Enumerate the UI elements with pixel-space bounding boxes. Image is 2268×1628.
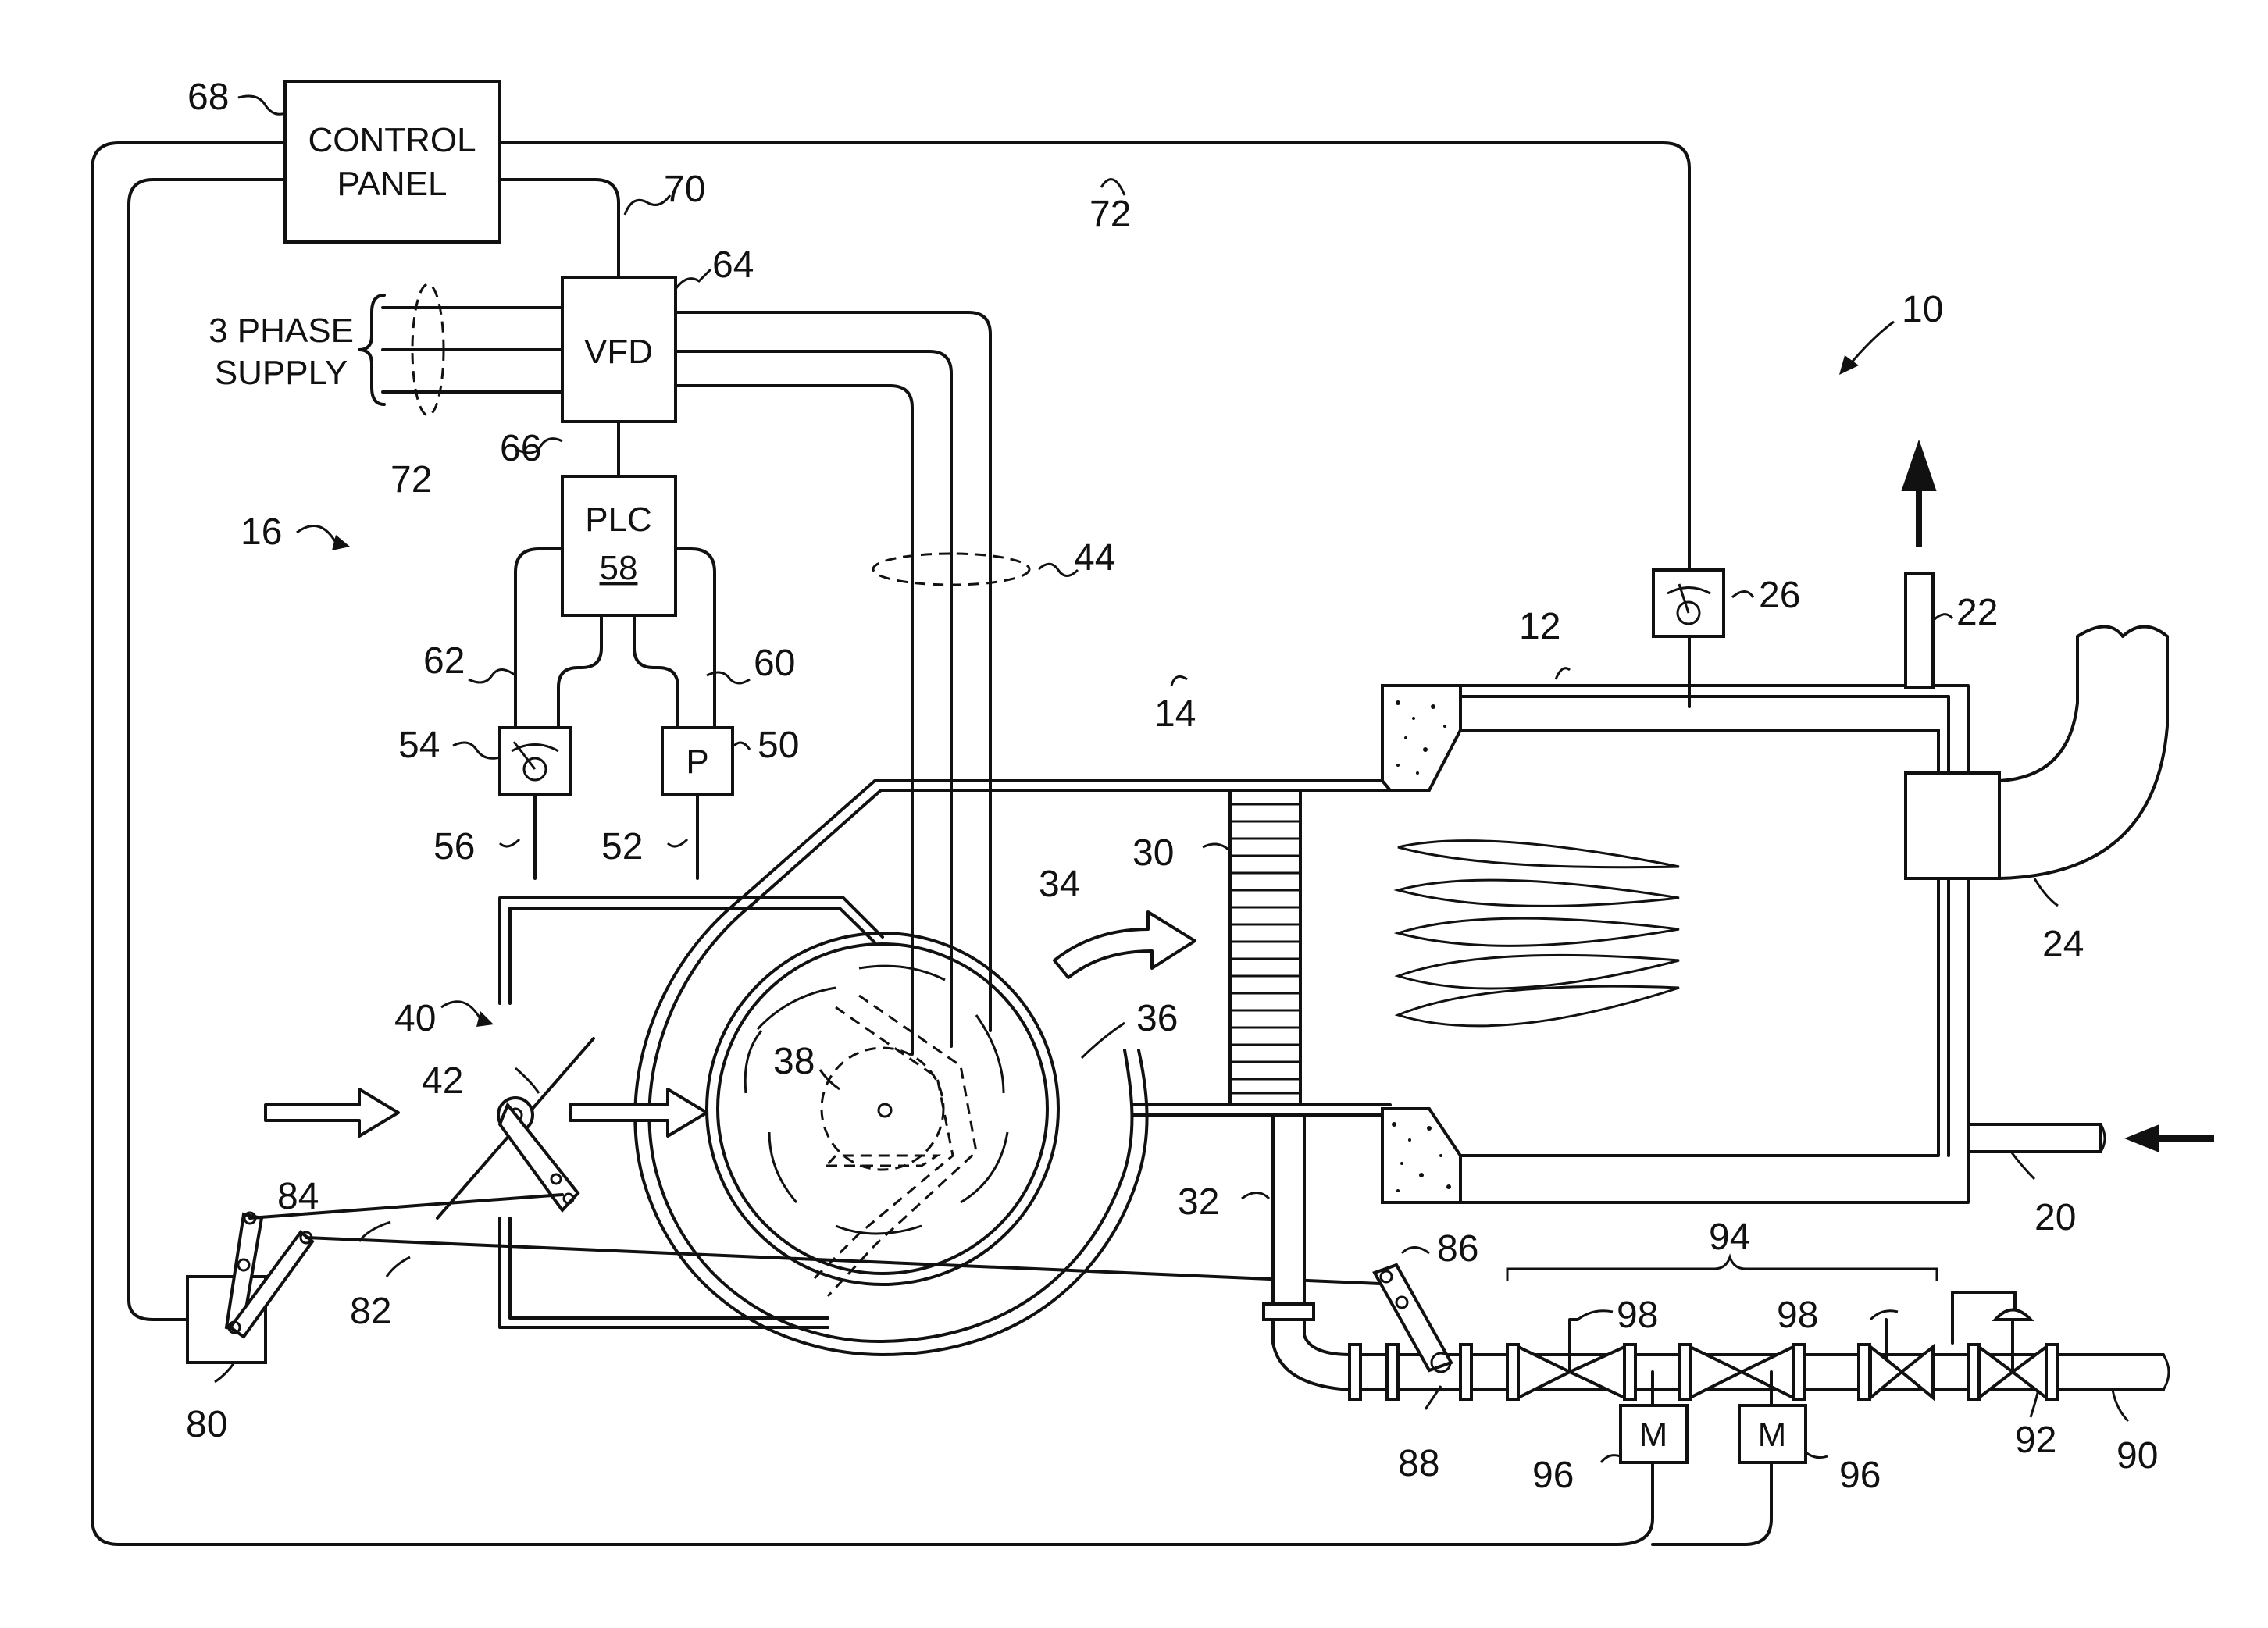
mixing-grid-30 bbox=[1228, 789, 1302, 1106]
ref-40: 40 bbox=[394, 998, 436, 1039]
ref-16: 16 bbox=[241, 511, 282, 553]
plc-number: 58 bbox=[600, 549, 638, 587]
motor-cables bbox=[674, 311, 1031, 1056]
supply-label-2: SUPPLY bbox=[215, 354, 348, 392]
ref-56: 56 bbox=[433, 826, 475, 867]
ref-20: 20 bbox=[2034, 1197, 2076, 1238]
ref-72-supply: 72 bbox=[390, 459, 432, 501]
ref-98-left: 98 bbox=[1617, 1295, 1658, 1336]
pressure-sensor-50: P bbox=[661, 726, 734, 880]
ref-52: 52 bbox=[601, 826, 643, 867]
supply-label-1: 3 PHASE bbox=[209, 312, 354, 350]
ref-22: 22 bbox=[1956, 592, 1998, 633]
burner-body-12 bbox=[1381, 684, 1970, 1204]
control-panel-label-2: PANEL bbox=[337, 165, 447, 203]
control-panel: CONTROL PANEL bbox=[284, 80, 501, 244]
ref-62: 62 bbox=[423, 640, 465, 682]
ref-42: 42 bbox=[422, 1060, 463, 1102]
ref-10: 10 bbox=[1902, 289, 1943, 330]
ref-36: 36 bbox=[1136, 998, 1178, 1039]
flow-arrows bbox=[264, 910, 1196, 1138]
ref-24: 24 bbox=[2042, 924, 2084, 965]
ref-88: 88 bbox=[1398, 1443, 1439, 1484]
gas-train bbox=[1262, 1113, 2170, 1407]
ref-12: 12 bbox=[1519, 606, 1560, 647]
temperature-gauge-54 bbox=[498, 726, 572, 880]
vfd-block: VFD bbox=[561, 276, 677, 423]
damper-42 bbox=[436, 1037, 595, 1220]
reference-arrows bbox=[296, 320, 1895, 1027]
ref-96-left: 96 bbox=[1532, 1455, 1574, 1496]
ref-60: 60 bbox=[754, 643, 795, 684]
ref-54: 54 bbox=[398, 725, 440, 766]
motor-96-b: M bbox=[1738, 1404, 1807, 1464]
ref-92: 92 bbox=[2015, 1420, 2056, 1461]
ref-50: 50 bbox=[758, 725, 799, 766]
fan-wheel-36 bbox=[705, 932, 1060, 1298]
ref-84: 84 bbox=[277, 1176, 319, 1217]
ref-66: 66 bbox=[500, 428, 541, 469]
blower-duct bbox=[633, 779, 1392, 1356]
ref-80: 80 bbox=[186, 1404, 227, 1445]
inlet-20 bbox=[1967, 1123, 2214, 1153]
ref-90: 90 bbox=[2116, 1435, 2158, 1477]
ref-72-top: 72 bbox=[1089, 194, 1131, 235]
ref-82: 82 bbox=[350, 1291, 391, 1332]
vfd-label: VFD bbox=[584, 333, 653, 371]
ref-70: 70 bbox=[664, 169, 705, 210]
actuator-80 bbox=[186, 1193, 1400, 1364]
motor-96-a: M bbox=[1619, 1404, 1689, 1464]
ref-68: 68 bbox=[187, 77, 229, 118]
pressure-sensor-label: P bbox=[686, 743, 708, 781]
ref-32: 32 bbox=[1178, 1181, 1219, 1223]
ref-86: 86 bbox=[1437, 1228, 1478, 1270]
control-wiring bbox=[91, 141, 1773, 1546]
inlet-box bbox=[498, 896, 884, 1329]
ref-98-right: 98 bbox=[1777, 1295, 1818, 1336]
exhaust-22 bbox=[1901, 439, 1937, 689]
elbow-24 bbox=[1904, 625, 2169, 880]
motor-b-label: M bbox=[1758, 1416, 1787, 1454]
ref-64: 64 bbox=[712, 244, 754, 286]
leader-lines bbox=[214, 94, 2130, 1463]
ref-96-right: 96 bbox=[1839, 1455, 1881, 1496]
plc-block: PLC 58 bbox=[514, 475, 716, 732]
ref-30: 30 bbox=[1132, 832, 1174, 874]
flames bbox=[1393, 839, 1680, 1028]
control-panel-label-1: CONTROL bbox=[308, 121, 476, 159]
ref-94: 94 bbox=[1709, 1217, 1750, 1258]
ref-14: 14 bbox=[1154, 693, 1196, 735]
sensor-26 bbox=[1652, 568, 1725, 708]
plc-label: PLC bbox=[585, 501, 652, 539]
ref-44: 44 bbox=[1074, 537, 1115, 579]
ref-26: 26 bbox=[1759, 575, 1800, 616]
three-phase-supply: 3 PHASE SUPPLY bbox=[209, 283, 564, 417]
linkage-arm-86 bbox=[1372, 1263, 1453, 1373]
reference-numerals: 10 12 14 16 20 22 24 26 30 32 34 36 38 4… bbox=[186, 77, 2158, 1496]
motor-a-label: M bbox=[1639, 1416, 1668, 1454]
ref-38: 38 bbox=[773, 1041, 815, 1082]
ref-34: 34 bbox=[1039, 864, 1080, 905]
